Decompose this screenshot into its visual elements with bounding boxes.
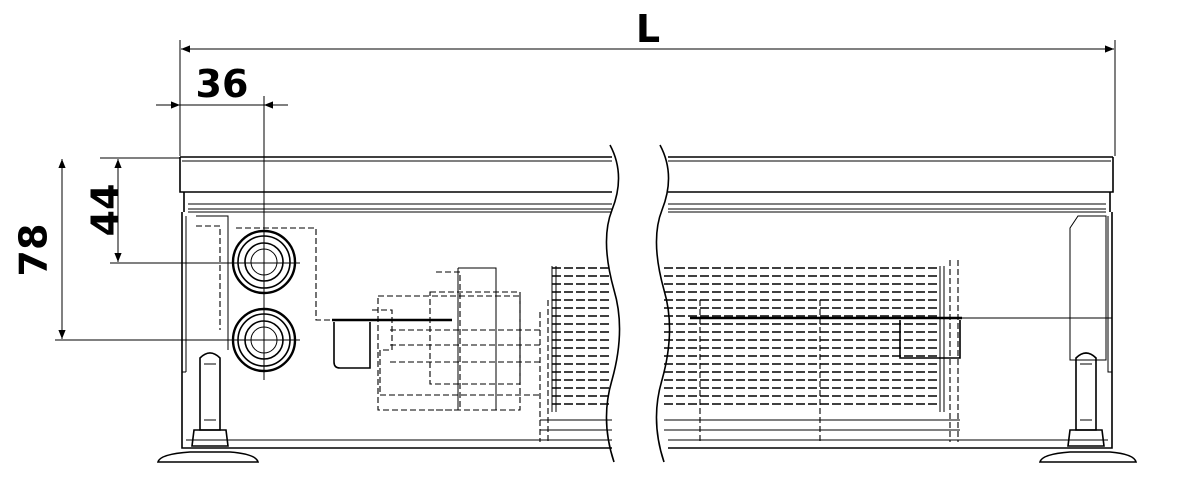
convector-housing	[179, 144, 1114, 463]
cover-legs	[183, 192, 1111, 212]
fin-frame-right	[939, 266, 945, 412]
pipe-hidden-outline	[236, 227, 330, 321]
valve-hidden-inner	[429, 291, 521, 385]
dimension-upper-height: 44	[84, 157, 300, 264]
housing-left-wall	[181, 212, 612, 449]
break-line-left	[605, 144, 621, 463]
valve-box	[333, 322, 371, 369]
foot-screw-right	[1075, 352, 1097, 431]
collector-box-right	[899, 320, 961, 359]
valve-hidden-pipe	[372, 309, 540, 396]
housing-right-inner	[1107, 216, 1112, 373]
foot-base-right	[1038, 451, 1138, 463]
valve-assembly	[332, 267, 540, 411]
fin-lines-left	[552, 267, 612, 405]
fin-lines-right	[664, 267, 940, 405]
heat-exchanger-left	[539, 266, 612, 442]
foot-nut-left	[191, 429, 229, 447]
left-bracket-hidden	[196, 225, 221, 330]
dimension-pipe-offset: 36	[156, 62, 288, 380]
leveling-foot-left	[156, 352, 260, 463]
dimension-length: L	[179, 7, 1116, 156]
housing-right-wall	[668, 212, 1113, 449]
valve-stem	[457, 267, 497, 410]
foot-screw-lines-right	[1080, 363, 1092, 421]
right-bracket	[1069, 215, 1107, 361]
foot-base-left	[156, 451, 260, 463]
label-upper-height: 44	[84, 184, 128, 237]
upper-pipe-connection	[231, 229, 297, 295]
dimension-lower-height: 78	[12, 159, 300, 341]
label-lower-height: 78	[12, 224, 56, 277]
exchanger-base-right	[664, 419, 960, 431]
foot-screw-lines-left	[204, 363, 216, 421]
exchanger-base-left	[540, 419, 612, 431]
leveling-foot-right	[1038, 352, 1138, 463]
housing-left-inner	[182, 216, 187, 373]
valve-hidden-lines	[390, 329, 540, 363]
cover-outline	[179, 157, 1114, 193]
heat-exchanger-right	[664, 260, 1112, 442]
pipe-connections	[231, 227, 330, 373]
lower-pipe-connection	[231, 307, 297, 373]
fin-support-left	[539, 300, 549, 442]
label-length: L	[636, 7, 660, 51]
valve-hidden-stem	[436, 271, 461, 411]
valve-hidden-body	[377, 295, 521, 411]
label-pipe-offset: 36	[196, 62, 249, 106]
fin-supports-right	[699, 260, 959, 442]
foot-nut-right	[1067, 429, 1105, 447]
foot-screw-left	[199, 352, 221, 431]
left-bracket	[196, 215, 229, 350]
break-line-right	[655, 144, 671, 463]
fin-frame-left	[551, 266, 557, 412]
